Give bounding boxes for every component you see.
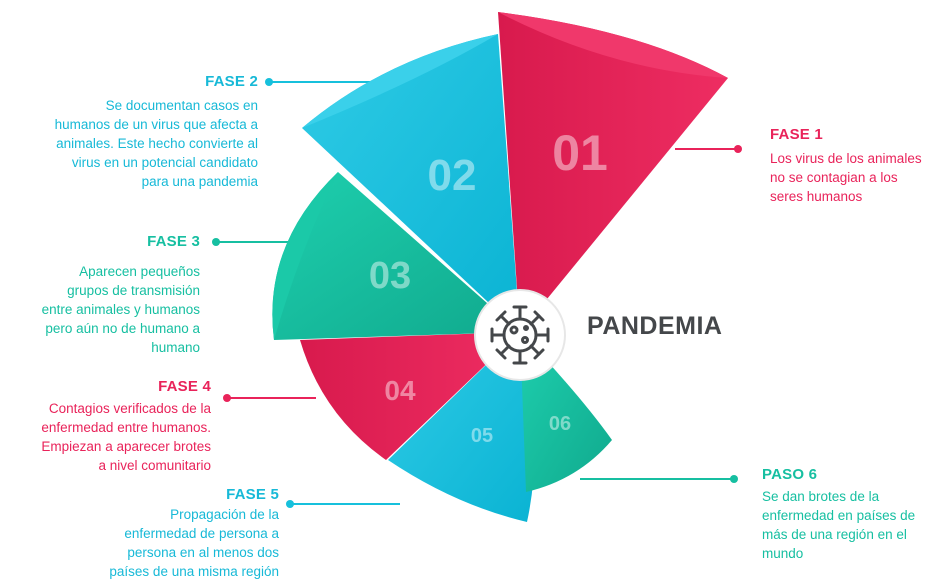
phase-2-title: FASE 2 — [205, 73, 258, 90]
phase-2-line: para una pandemia — [141, 174, 258, 189]
phase-5-line: países de una misma región — [109, 564, 279, 579]
segment-05 — [388, 332, 535, 522]
phase-1-title: FASE 1 — [770, 126, 823, 143]
segment-02 — [302, 34, 520, 332]
phase-4-line: enfermedad entre humanos. — [41, 420, 211, 435]
phase-1-line: seres humanos — [770, 189, 863, 204]
connector-dot-fase-5 — [286, 500, 294, 508]
phase-3-line: entre animales y humanos — [41, 302, 200, 317]
phase-1-block: FASE 1 Los virus de los animales no se c… — [770, 126, 946, 206]
phase-6-line: enfermedad en países de — [762, 508, 916, 523]
connector-dot-fase-2 — [265, 78, 273, 86]
phase-6-title: PASO 6 — [762, 466, 818, 483]
phase-4-line: Empiezan a aparecer brotes — [41, 439, 211, 454]
segment-03-face — [272, 172, 338, 340]
segment-number-02: 02 — [428, 151, 477, 200]
phase-1-description: Los virus de los animales no se contagia… — [770, 149, 946, 206]
segment-number-03: 03 — [369, 255, 411, 297]
phase-6-line: Se dan brotes de la — [762, 489, 880, 504]
segment-number-04: 04 — [384, 375, 416, 406]
connector-dot-fase-1 — [734, 145, 742, 153]
phase-4-line: a nivel comunitario — [98, 458, 211, 473]
phase-5-line: persona en al menos dos — [127, 545, 279, 560]
segment-02-face — [302, 34, 498, 128]
phase-6-description: Se dan brotes de la enfermedad en países… — [762, 487, 946, 563]
phase-5-description: Propagación de la enfermedad de persona … — [0, 505, 279, 581]
phase-3-line: humano — [151, 340, 200, 355]
segment-number-06: 06 — [549, 413, 571, 435]
phase-2-description: Se documentan casos en humanos de un vir… — [0, 96, 258, 191]
phase-5-line: Propagación de la — [170, 507, 279, 522]
phase-5-block: FASE 5 Propagación de la enfermedad de p… — [0, 486, 279, 581]
phase-3-block: FASE 3 Aparecen pequeños grupos de trans… — [0, 233, 200, 357]
phase-2-line: humanos de un virus que afecta a — [54, 117, 258, 132]
phase-6-block: PASO 6 Se dan brotes de la enfermedad en… — [762, 466, 946, 563]
phase-2-block: FASE 2 Se documentan casos en humanos de… — [0, 73, 258, 191]
phase-5-title: FASE 5 — [226, 486, 279, 503]
segment-03 — [272, 172, 520, 340]
phase-1-line: Los virus de los animales — [770, 151, 922, 166]
segment-01 — [498, 12, 728, 332]
phase-6-line: mundo — [762, 546, 804, 561]
phase-3-line: pero aún no de humano a — [45, 321, 200, 336]
phase-6-line: más de una región en el — [762, 527, 907, 542]
phase-3-description: Aparecen pequeños grupos de transmisión … — [0, 262, 200, 357]
phase-2-line: virus en un potencial candidato — [71, 155, 258, 170]
virus-icon — [490, 305, 550, 365]
phase-2-line: animales. Este hecho convierte al — [56, 136, 258, 151]
phase-3-line: Aparecen pequeños — [79, 264, 200, 279]
phase-3-title: FASE 3 — [147, 233, 200, 250]
segment-01-face — [498, 12, 728, 78]
connectors — [212, 78, 742, 508]
connector-dot-fase-4 — [223, 394, 231, 402]
phase-4-title: FASE 4 — [158, 378, 211, 395]
phase-3-line: grupos de transmisión — [67, 283, 200, 298]
phase-1-line: no se contagian a los — [770, 170, 898, 185]
connector-dot-paso-6 — [730, 475, 738, 483]
segment-04 — [300, 332, 520, 460]
phase-2-line: Se documentan casos en — [105, 98, 258, 113]
phase-4-block: FASE 4 Contagios verificados de la enfer… — [0, 378, 211, 475]
center-title: PANDEMIA — [587, 312, 723, 340]
phase-5-line: enfermedad de persona a — [124, 526, 279, 541]
segment-number-05: 05 — [471, 425, 493, 447]
connector-dot-fase-3 — [212, 238, 220, 246]
center-circle — [474, 289, 566, 381]
phase-4-line: Contagios verificados de la — [48, 401, 211, 416]
phase-4-description: Contagios verificados de la enfermedad e… — [0, 399, 211, 475]
segment-number-01: 01 — [552, 125, 608, 181]
